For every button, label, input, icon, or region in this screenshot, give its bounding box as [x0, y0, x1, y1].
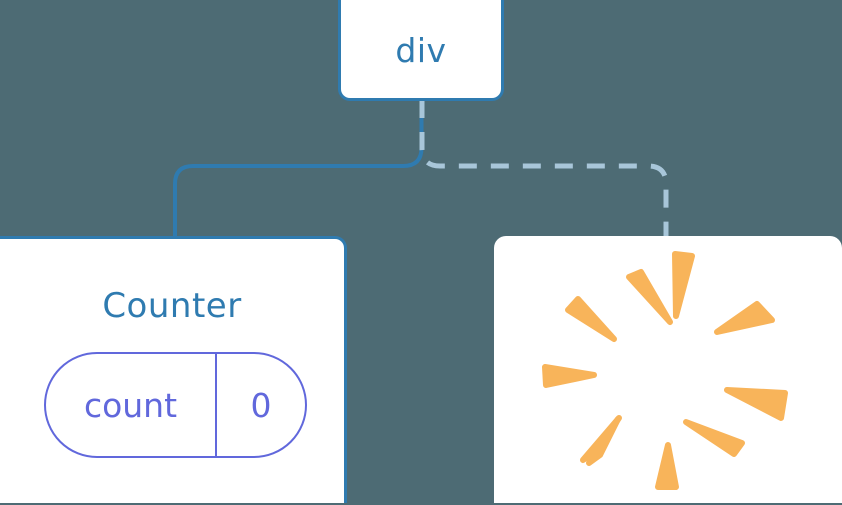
ray-nne: [714, 301, 775, 335]
node-sparkle[interactable]: [494, 236, 842, 503]
sparkle-burst-icon: [542, 251, 788, 490]
connector-div-to-counter: [173, 100, 424, 240]
ray-e: [724, 387, 788, 421]
ray-n: [672, 251, 695, 319]
ray-nw: [565, 296, 617, 342]
counter-state-pill[interactable]: count 0: [44, 352, 307, 458]
counter-state-key: count: [83, 385, 178, 425]
sparkle-ray-group: [542, 251, 788, 490]
ray-sse: [586, 416, 621, 466]
ray-se: [683, 419, 745, 457]
connector-div-to-sparkle: [419, 100, 669, 240]
counter-state-value-cell: 0: [217, 354, 305, 456]
ray-nnw: [626, 269, 673, 325]
node-counter-title-wrap: Counter: [0, 289, 344, 323]
counter-state-key-cell: count: [46, 354, 217, 456]
ray-w: [542, 364, 597, 388]
node-counter-label: Counter: [102, 286, 242, 326]
node-div-label: div: [395, 30, 447, 70]
counter-state-value: 0: [250, 385, 272, 425]
ray-s: [655, 442, 679, 490]
node-div[interactable]: div: [338, 0, 504, 101]
